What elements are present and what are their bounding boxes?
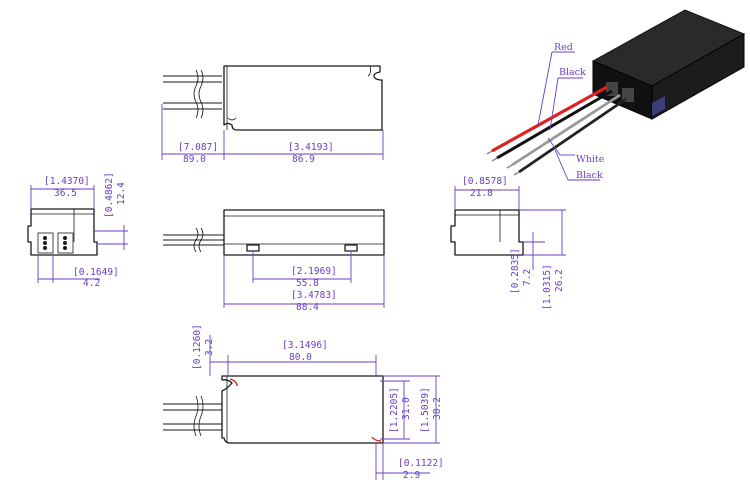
dim-right-h1-mm: 7.2 [522, 269, 533, 286]
wire-label-black-bottom: Black [576, 170, 603, 181]
right-end-body [450, 209, 524, 256]
mount-slot-left [229, 378, 238, 387]
side-view: [2.1969] 55.8 [3.4783] 88.4 [163, 209, 385, 313]
dim-bottom-span-mm: 80.0 [289, 352, 312, 363]
dim-top-body-in: [3.4193] [288, 142, 334, 153]
dim-bottom-off-mm: 2.9 [403, 470, 420, 481]
dim-top-length-in: [7.087] [178, 142, 218, 153]
mount-slot-right [371, 436, 382, 442]
dim-bottom-hole-in: [0.1260] [192, 324, 203, 370]
top-view-body [223, 65, 383, 131]
side-view-body [223, 209, 385, 256]
wire-label-white: White [576, 154, 605, 165]
dim-bottom-off-in: [0.1122] [398, 458, 444, 469]
dim-end-height-in: [0.4862] [104, 172, 115, 218]
dim-bottom-h1-in: [1.2205] [389, 387, 400, 433]
right-end-view: [0.8578] 21.8 [0.2835] 7.2 [1.0315] 26.2 [450, 176, 566, 310]
dim-right-h1-in: [0.2835] [510, 248, 521, 294]
dim-bottom-hole-mm: 3.2 [204, 339, 215, 356]
dim-side-slot-mm: 55.8 [296, 278, 319, 289]
dim-top-body-mm: 86.9 [292, 154, 315, 165]
dim-bottom-h1-mm: 31.0 [401, 397, 412, 420]
dim-right-h2-mm: 26.2 [554, 269, 565, 292]
wire-break-mark [193, 69, 199, 119]
dim-top-length-mm: 89.0 [183, 154, 206, 165]
side-slot-left [246, 244, 260, 252]
wire-label-red: Red [554, 42, 573, 53]
product-3d-view: Red Black White Black [486, 9, 746, 181]
dim-end-height-mm: 12.4 [116, 182, 127, 205]
dim-bottom-h2-mm: 38.2 [432, 397, 443, 420]
dim-side-total-mm: 88.4 [296, 302, 319, 313]
end-view: [1.4370] 36.5 [0.4862] 12.4 [0.1649] 4.2 [27, 172, 128, 289]
bottom-view-body [221, 375, 384, 444]
bottom-view: [0.1260] 3.2 [3.1496] 80.0 [1.2205] 31.0… [163, 324, 444, 481]
wire-label-black-top: Black [559, 67, 586, 78]
dim-right-width-in: [0.8578] [462, 176, 508, 187]
dim-right-h2-in: [1.0315] [542, 264, 553, 310]
dim-end-width-mm: 36.5 [54, 188, 77, 199]
dim-bottom-span-in: [3.1496] [282, 340, 328, 351]
dim-side-total-in: [3.4783] [291, 290, 337, 301]
dim-end-offset-mm: 4.2 [83, 278, 100, 289]
dim-end-width-in: [1.4370] [44, 176, 90, 187]
dim-right-width-mm: 21.8 [470, 188, 493, 199]
dim-end-offset-in: [0.1649] [73, 267, 119, 278]
side-slot-right [344, 244, 358, 252]
dim-side-slot-in: [2.1969] [291, 266, 337, 277]
top-view: [7.087] 89.0 [3.4193] 86.9 [161, 65, 384, 165]
dim-bottom-h2-in: [1.5039] [420, 387, 431, 433]
